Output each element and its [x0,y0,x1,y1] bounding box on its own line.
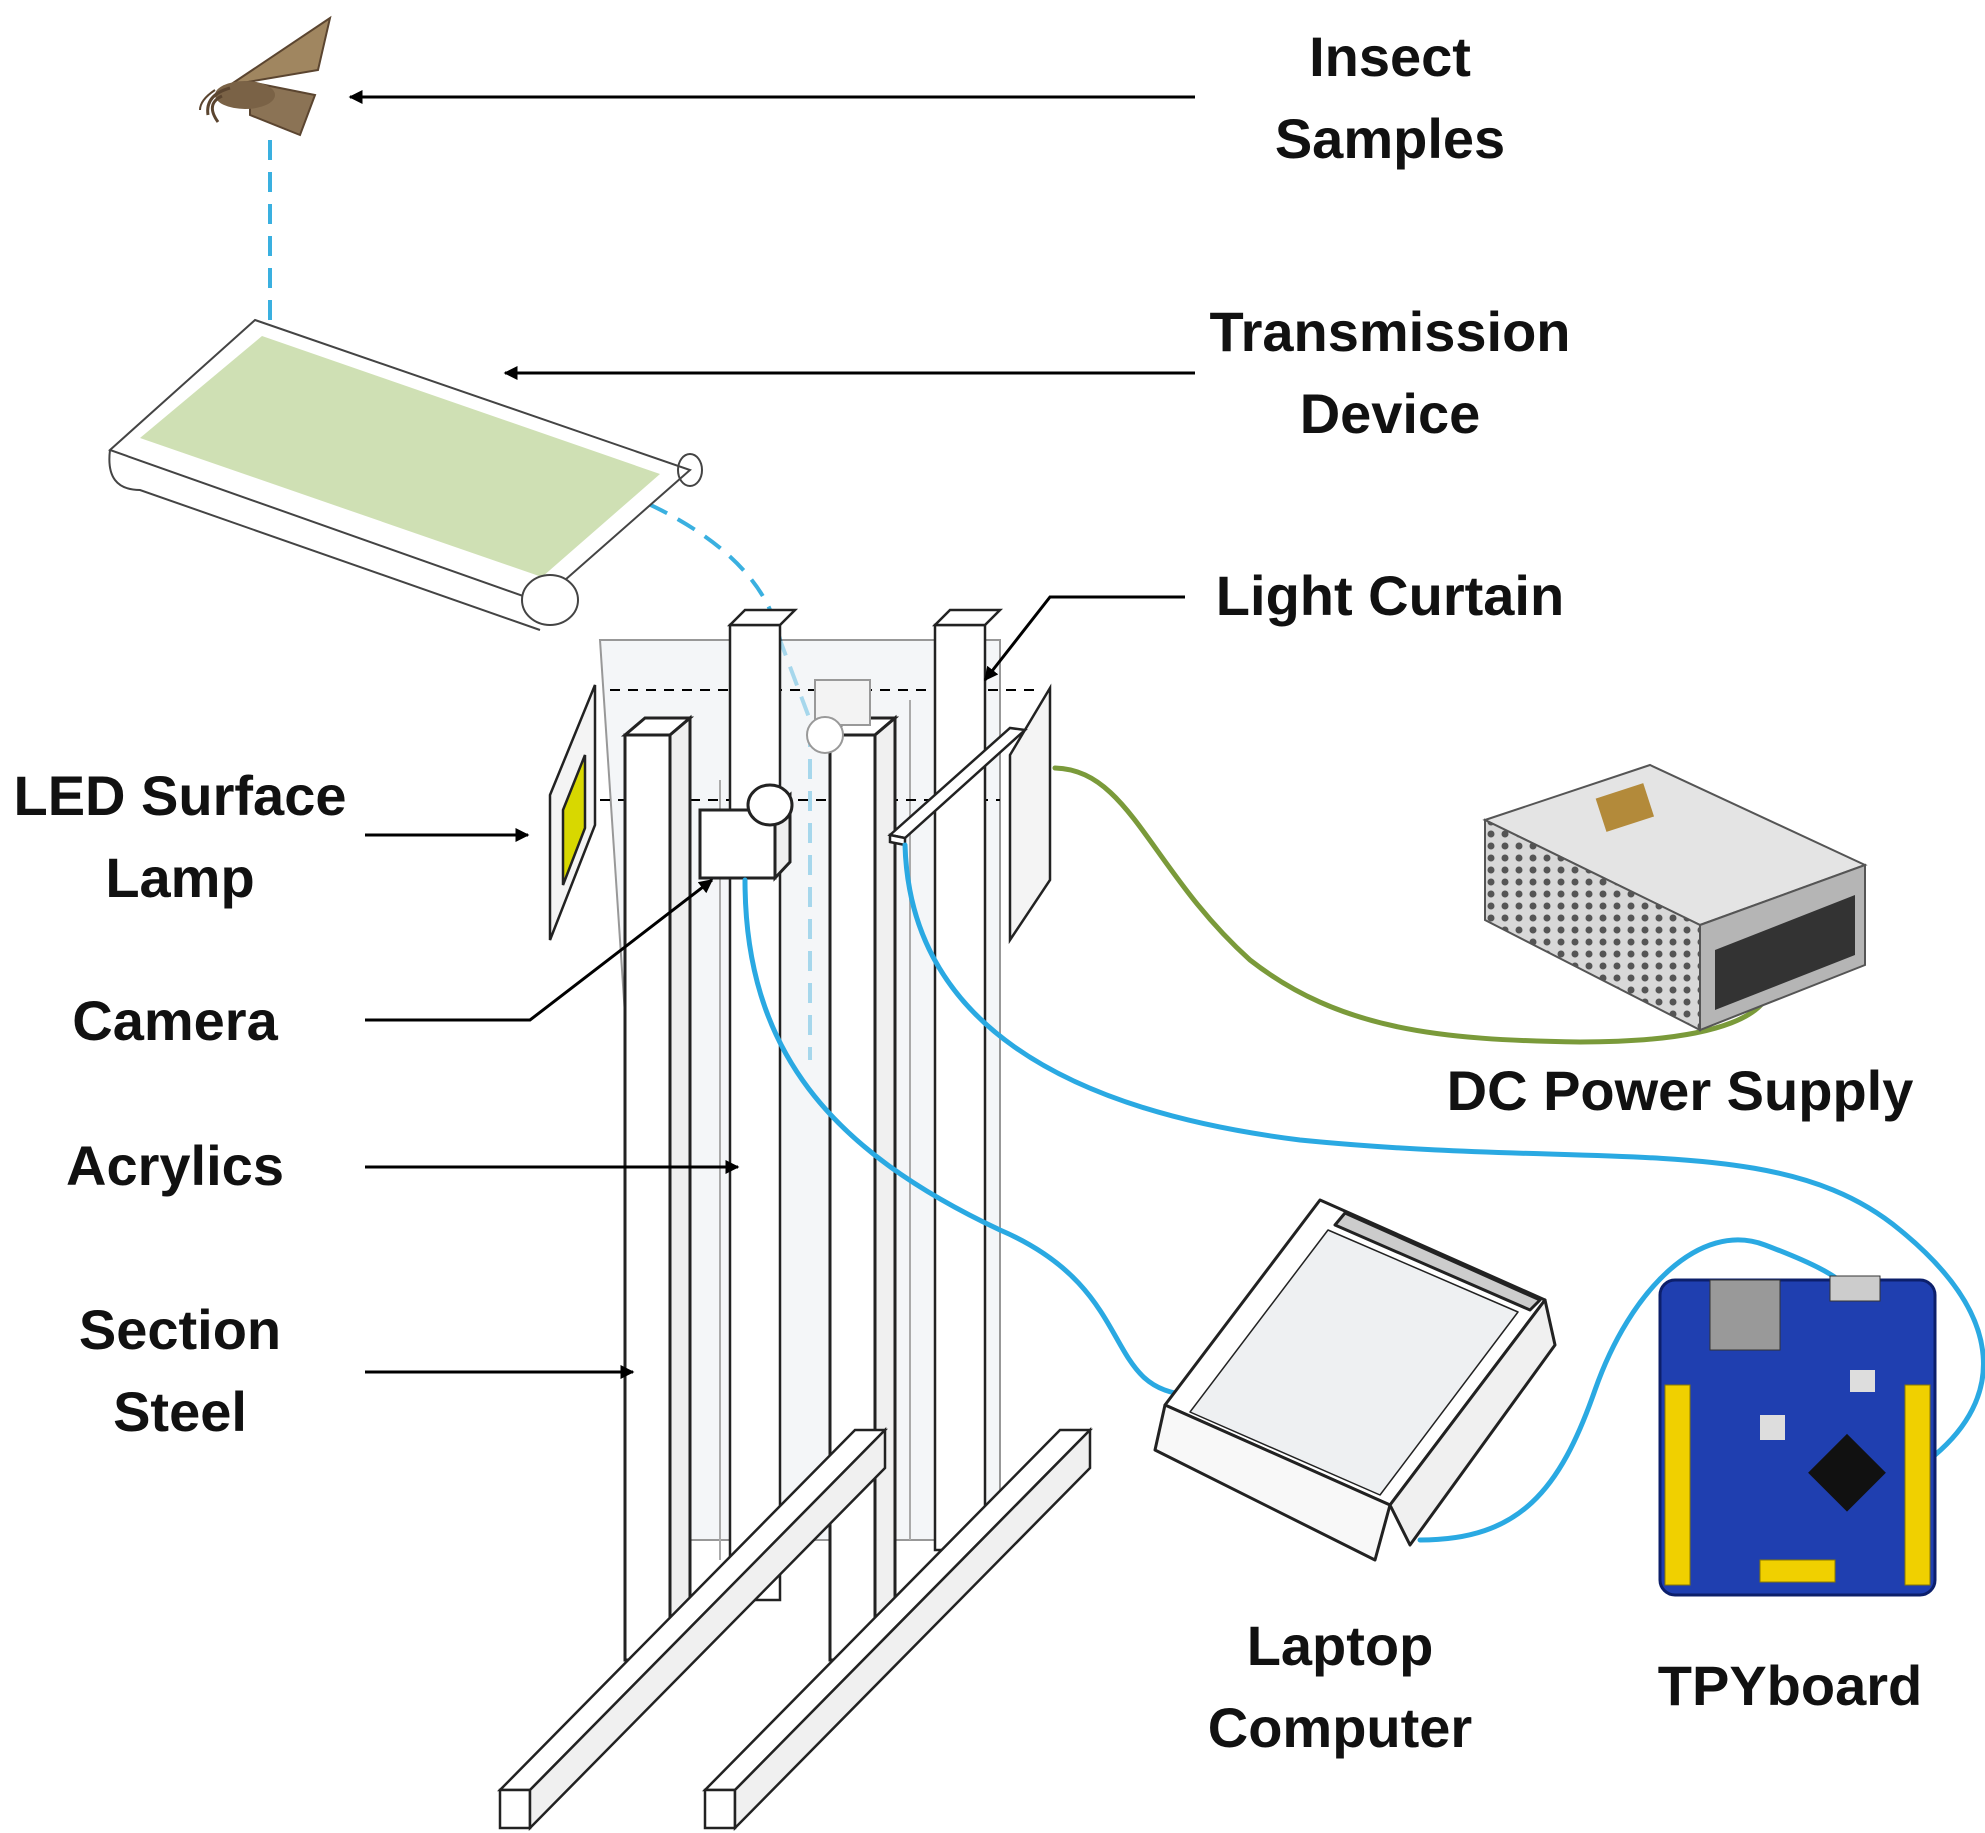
conveyor-belt [108,318,703,631]
right-light-panel [1008,683,1052,945]
label-camera: Camera [72,989,278,1052]
arrow-light-curtain [983,595,1185,682]
leader-lines [348,90,1195,1379]
led-surface-lamp [548,684,597,941]
base-beams [497,1426,1093,1832]
light-curtain-usb-cable [902,842,1985,1458]
power-cable [1052,765,1773,1045]
dc-power-supply-icon [1482,763,1868,1032]
laptop-board-cable [1417,1237,1851,1543]
label-acrylics: Acrylics [66,1134,284,1197]
label-insect-samples: Insect Samples [1274,25,1506,170]
label-led-surface-lamp: LED Surface Lamp [13,764,347,909]
label-transmission-device: Transmission Device [1209,300,1571,445]
label-dc-power-supply: DC Power Supply [1446,1059,1914,1122]
cables [742,765,1985,1543]
label-tpyboard: TPYboard [1657,1654,1923,1717]
label-light-curtain: Light Curtain [1215,564,1565,627]
back-camera [806,679,871,754]
label-section-steel: Section Steel [78,1298,282,1443]
camera-icon [698,783,794,882]
tpyboard-icon [1658,1275,1937,1597]
arrow-camera [365,878,714,1022]
label-laptop-computer: Laptop Computer [1207,1614,1473,1759]
camera-usb-cable [742,877,1193,1398]
laptop-icon [1153,1198,1557,1562]
moth-icon [199,15,332,137]
